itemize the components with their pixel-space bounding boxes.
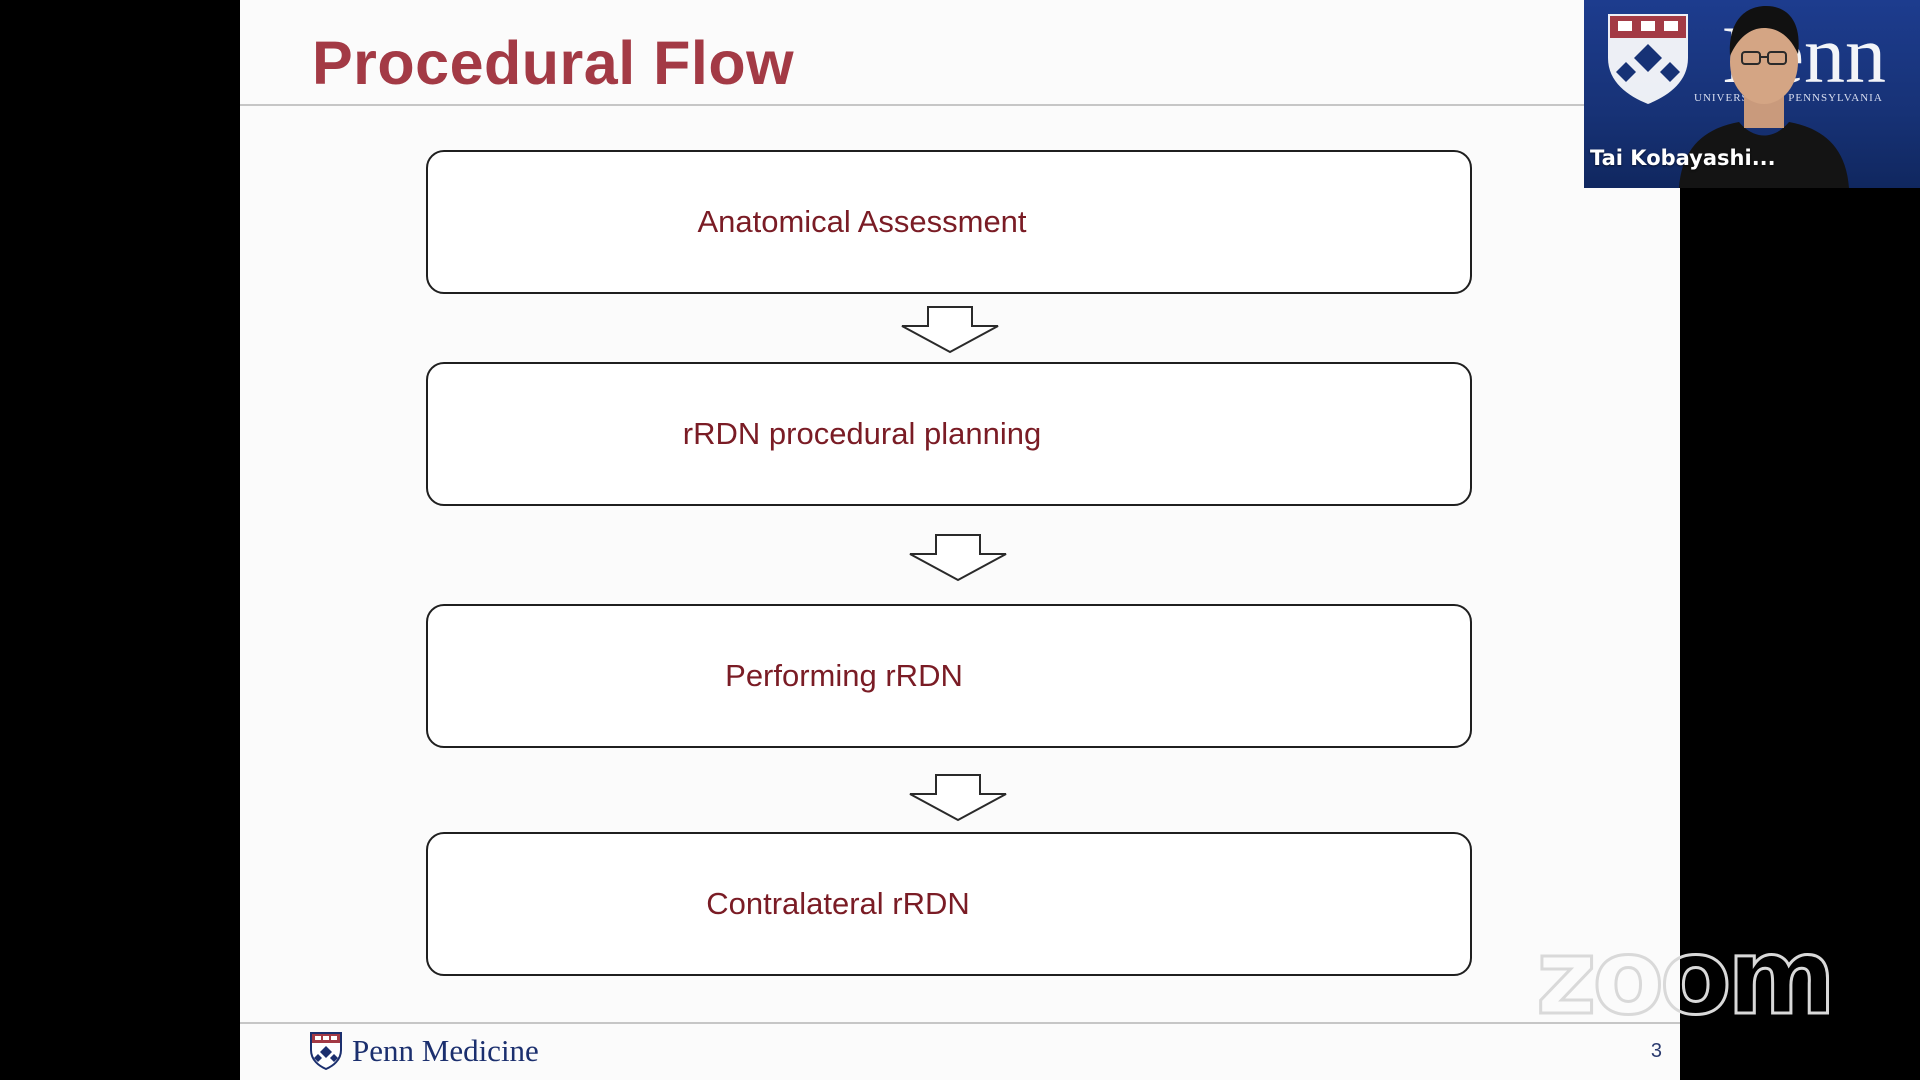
footer-divider xyxy=(240,1022,1680,1024)
flow-step-contralateral-rrdn: Contralateral rRDN xyxy=(426,832,1472,976)
penn-shield-icon xyxy=(1608,14,1688,104)
participant-video-tile[interactable]: Penn UNIVERSITY of PENNSYLVANIA Tai Koba… xyxy=(1584,0,1920,188)
zoom-watermark-logo: zoom xyxy=(1536,935,1837,1027)
flow-step-label: Contralateral rRDN xyxy=(706,886,970,921)
flow-step-performing-rrdn: Performing rRDN xyxy=(426,604,1472,748)
flow-step-label: rRDN procedural planning xyxy=(682,416,1042,451)
slide-page-number: 3 xyxy=(1650,1040,1662,1062)
title-divider xyxy=(240,104,1680,106)
participant-name-label: Tai Kobayashi... xyxy=(1590,146,1776,170)
penn-shield-icon xyxy=(310,1032,342,1070)
flow-step-rrdn-procedural-planning: rRDN procedural planning xyxy=(426,362,1472,506)
zoom-watermark-text: zoom xyxy=(1536,935,1832,1027)
flow-step-label: Anatomical Assessment xyxy=(697,204,1027,239)
down-arrow-outline-icon xyxy=(909,534,1007,582)
slide-title: Procedural Flow xyxy=(312,29,795,97)
participant-silhouette xyxy=(1679,6,1849,188)
flow-step-anatomical-assessment: Anatomical Assessment xyxy=(426,150,1472,294)
down-arrow-outline-icon xyxy=(909,774,1007,822)
down-arrow-outline-icon xyxy=(901,306,999,354)
flow-step-label: Performing rRDN xyxy=(725,658,963,693)
background-logo-subtitle: UNIVERSITY of PENNSYLVANIA xyxy=(1694,92,1883,104)
penn-medicine-logo: Penn Medicine xyxy=(310,1032,539,1070)
footer-logo-text: Penn Medicine xyxy=(352,1033,539,1068)
video-feed: Penn UNIVERSITY of PENNSYLVANIA xyxy=(1608,6,1886,188)
presentation-slide: Procedural Flow Anatomical Assessment rR… xyxy=(240,0,1680,1080)
